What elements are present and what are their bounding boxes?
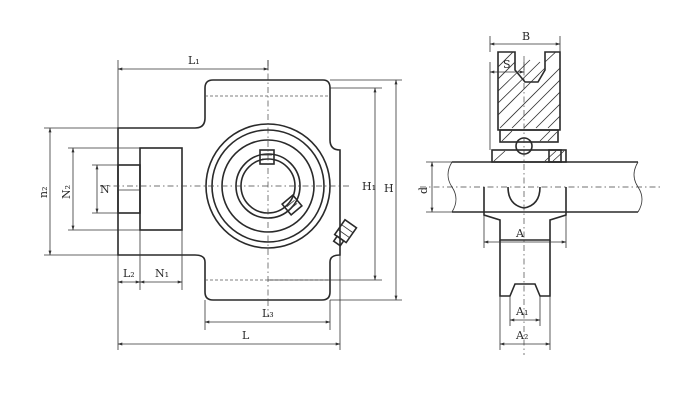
label-N2: N₂ — [60, 185, 73, 199]
label-A: A — [515, 227, 525, 240]
label-L3: L₃ — [262, 307, 274, 320]
guide-slot — [117, 164, 141, 214]
label-L2: L₂ — [123, 267, 135, 280]
guide-block — [139, 147, 183, 231]
housing-lower — [483, 187, 567, 241]
set-screw-side — [281, 194, 303, 216]
label-L: L — [242, 329, 250, 342]
set-screw-top — [259, 149, 275, 165]
side-view: B S d A A₁ A₂ — [417, 30, 660, 355]
housing-foot — [499, 240, 551, 297]
label-A2: A₂ — [515, 329, 528, 342]
grease-nipple — [332, 218, 358, 247]
label-H: H — [384, 182, 394, 195]
housing-outline — [117, 79, 341, 301]
label-N1: N₁ — [155, 267, 169, 280]
label-B: B — [522, 30, 530, 43]
label-N: N — [100, 183, 110, 196]
bearing-outer-section — [499, 129, 559, 143]
label-S: S — [503, 58, 511, 71]
label-A1: A₁ — [515, 305, 528, 318]
set-screw-section — [548, 149, 562, 163]
label-H1: H₁ — [362, 180, 376, 193]
label-L1: L₁ — [188, 54, 200, 67]
bearing-inner-section — [491, 149, 567, 163]
label-n2: n₂ — [37, 187, 50, 199]
label-d: d — [417, 187, 430, 194]
front-view: L₁ L L₃ L₂ N₁ N N₂ n₂ — [37, 54, 402, 350]
